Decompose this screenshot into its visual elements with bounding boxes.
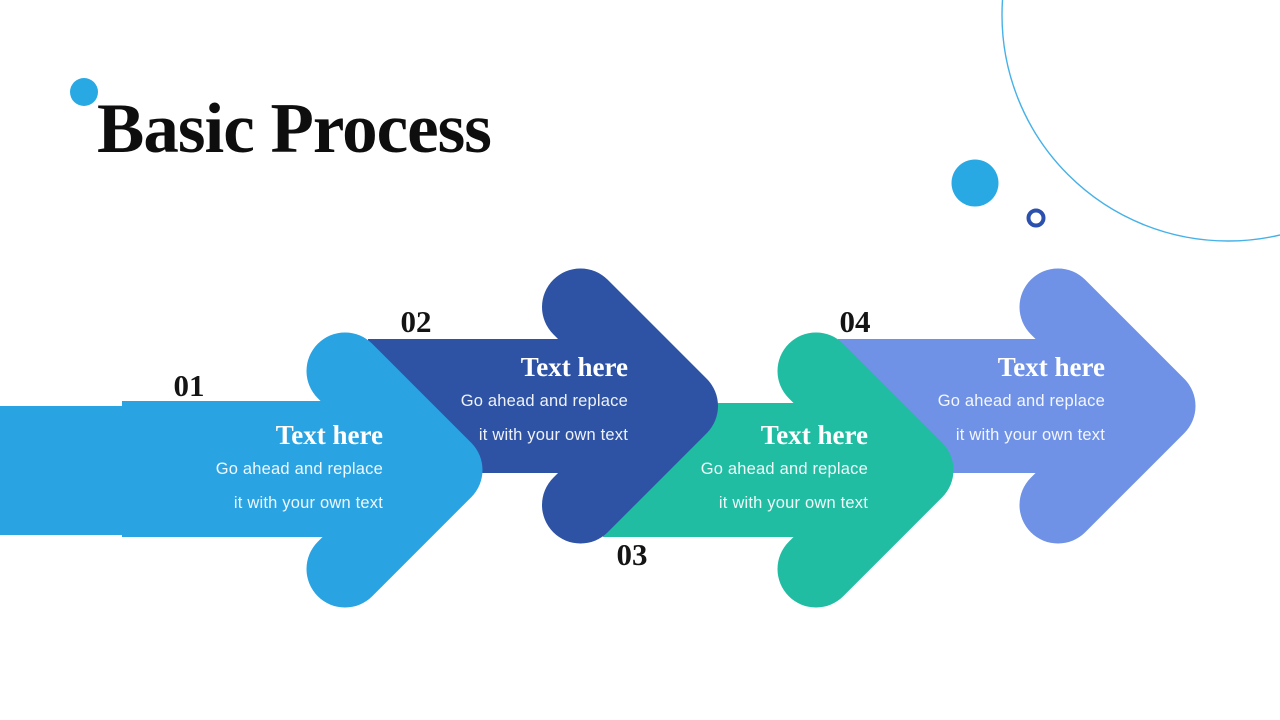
title-dot xyxy=(70,78,98,106)
step-number-4: 04 xyxy=(839,304,871,339)
step-body-4: Go ahead and replace it with your own te… xyxy=(938,384,1105,452)
decor-arc-circle xyxy=(1001,0,1280,242)
step-text-block-1: Text here Go ahead and replace it with y… xyxy=(216,420,383,520)
step-body-line: it with your own text xyxy=(233,494,383,512)
decor-ring xyxy=(1026,208,1046,228)
step-body-2: Go ahead and replace it with your own te… xyxy=(461,384,628,452)
step-body-1: Go ahead and replace it with your own te… xyxy=(216,452,383,520)
decor-filled-circle xyxy=(951,159,999,207)
step-text-block-3: Text here Go ahead and replace it with y… xyxy=(701,420,868,520)
slide-title: Basic Process xyxy=(97,90,492,168)
step-heading-3: Text here xyxy=(760,420,868,450)
step-body-line: Go ahead and replace xyxy=(937,392,1105,410)
step-number-2: 02 xyxy=(400,304,432,339)
step-heading-1: Text here xyxy=(275,420,383,450)
step-body-line: it with your own text xyxy=(478,426,628,444)
step-text-block-4: Text here Go ahead and replace it with y… xyxy=(938,352,1105,452)
step-body-line: Go ahead and replace xyxy=(700,460,868,478)
step-heading-2: Text here xyxy=(520,352,628,382)
step-body-3: Go ahead and replace it with your own te… xyxy=(701,452,868,520)
step-body-line: Go ahead and replace xyxy=(215,460,383,478)
step-heading-4: Text here xyxy=(997,352,1105,382)
step-text-block-2: Text here Go ahead and replace it with y… xyxy=(461,352,628,452)
step-body-line: Go ahead and replace xyxy=(460,392,628,410)
step-number-1: 01 xyxy=(173,368,205,403)
step-number-3: 03 xyxy=(616,537,648,572)
arrow-shape-1 xyxy=(0,332,483,608)
step-body-line: it with your own text xyxy=(955,426,1105,444)
step-body-line: it with your own text xyxy=(718,494,868,512)
